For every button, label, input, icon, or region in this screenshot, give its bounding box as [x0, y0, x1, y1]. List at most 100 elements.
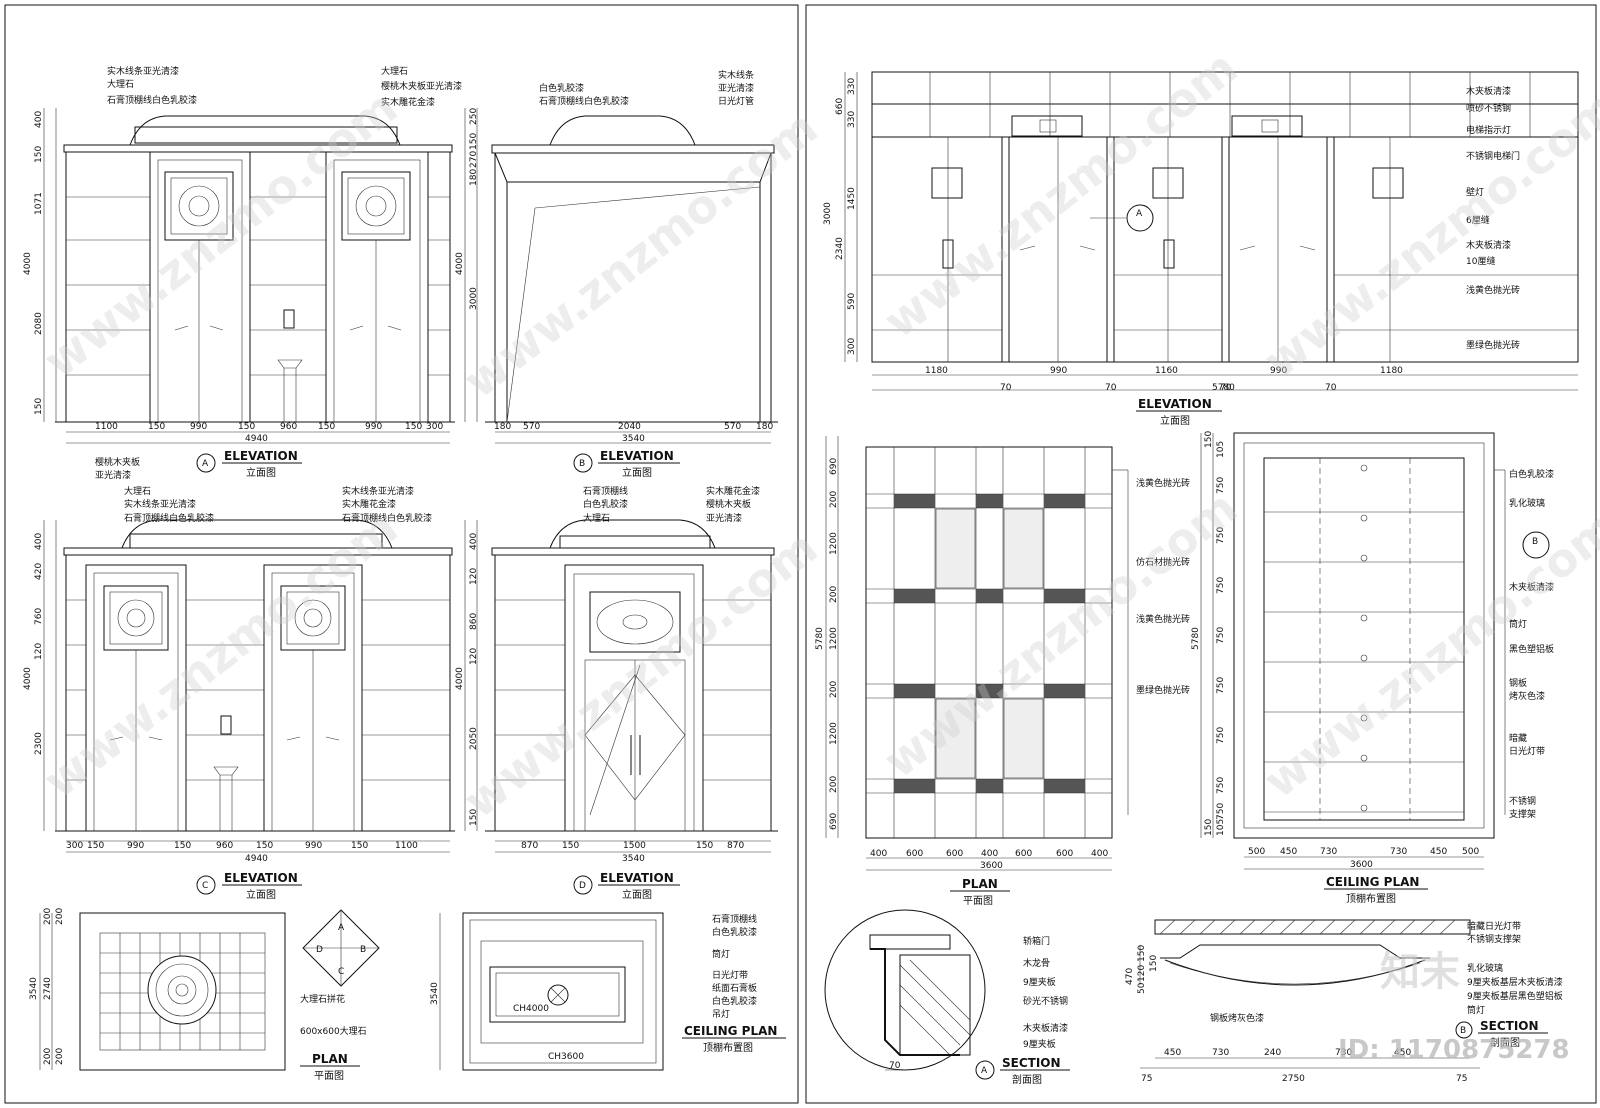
- rc-label-2: 乳化玻璃: [1509, 497, 1545, 509]
- a-dim-h-3: 990: [190, 422, 207, 432]
- a-dim-h-4: 150: [238, 422, 255, 432]
- section-b: [1139, 919, 1480, 1069]
- lc-label-2: 白色乳胶漆: [712, 926, 757, 938]
- rc-label-5: 黑色塑铝板: [1509, 643, 1554, 655]
- elevation-a: [43, 108, 455, 444]
- right-plan: [825, 436, 1129, 871]
- a-label-8: 亚光清漆: [95, 469, 131, 481]
- c-label-1: 大理石: [124, 485, 151, 497]
- rp-dim-v-2: 200: [829, 491, 839, 508]
- rc-dim-h-5: 450: [1430, 847, 1447, 857]
- d-dim-v-5: 2050: [469, 727, 479, 750]
- a-label-1: 实木线条亚光清漆: [107, 65, 179, 77]
- rp-dim-h-7: 400: [1091, 849, 1108, 859]
- b-label-5: 日光灯管: [718, 95, 754, 107]
- lp-label-1: 大理石拼花: [300, 993, 345, 1005]
- rc-dim-h-6: 500: [1462, 847, 1479, 857]
- rp-dim-h-4: 400: [981, 849, 998, 859]
- c-dim-v-3: 760: [34, 608, 44, 625]
- lp-dim-v-4: 200: [43, 1048, 53, 1065]
- c-title-en: ELEVATION: [224, 871, 298, 885]
- sa-marker: A: [981, 1066, 988, 1076]
- b-marker: B: [579, 459, 585, 469]
- rp-dim-v-9: 690: [829, 813, 839, 830]
- a-label-6: 实木雕花金漆: [381, 96, 435, 108]
- sb-label-5: 9厘夹板基层黑色塑铝板: [1467, 990, 1563, 1002]
- rp-label-4: 墨绿色抛光砖: [1136, 684, 1190, 696]
- re-dim-h-6: 70: [1220, 383, 1232, 393]
- d-total: 3540: [622, 854, 645, 864]
- lp-dim-v-3: 2740: [43, 977, 53, 1000]
- sb-end-1: 75: [1141, 1074, 1152, 1084]
- sb-title-cn: 剖面图: [1490, 1036, 1520, 1049]
- re-label-7: 木夹板清漆: [1466, 239, 1511, 251]
- lc-label-4: 日光灯带: [712, 969, 748, 981]
- watermark-4: www.znzmo.com: [1254, 80, 1600, 389]
- rc-dim-v-2: 105: [1216, 441, 1226, 458]
- c-label-3: 石膏顶棚线白色乳胶漆: [124, 512, 214, 524]
- a-marker: A: [202, 459, 209, 469]
- a-total: 4940: [245, 434, 268, 444]
- b-dim-v-6: 4000: [455, 252, 465, 275]
- c-dim-h-9: 1100: [395, 841, 418, 851]
- sb-marker: B: [1460, 1026, 1466, 1036]
- c-total: 4940: [245, 854, 268, 864]
- b-dim-h-4: 570: [724, 422, 741, 432]
- rc-label-8: 暗藏: [1509, 732, 1527, 744]
- re-dim-h-1: 1180: [925, 366, 948, 376]
- a-label-3: 石膏顶棚线白色乳胶漆: [107, 94, 197, 106]
- rc-dim-v-12: 150: [1204, 819, 1214, 836]
- lp-title-cn: 平面图: [314, 1070, 344, 1082]
- lp-dim-v-6: 3540: [29, 977, 39, 1000]
- re-dim-v-1: 330: [847, 78, 857, 95]
- d-label-3: 大理石: [583, 512, 610, 524]
- c-label-2: 实木线条亚光清漆: [124, 498, 196, 510]
- rc-dim-v-13: 5780: [1191, 627, 1201, 650]
- rc-title-en: CEILING PLAN: [1326, 875, 1419, 889]
- sb-label-1: 暗藏日光灯带: [1467, 920, 1521, 932]
- annotations: 实木线条亚光清漆 大理石 石膏顶棚线白色乳胶漆 大理石 樱桃木夹板亚光清漆 实木…: [23, 65, 1563, 1086]
- sa-label-6: 9厘夹板: [1023, 1038, 1056, 1050]
- rp-title-cn: 平面图: [963, 895, 993, 907]
- section-a: [824, 909, 986, 1071]
- rc-label-3: 木夹板清漆: [1509, 581, 1554, 593]
- lc-label-1: 石膏顶棚线: [712, 913, 757, 925]
- a-dim-h-1: 1100: [95, 422, 118, 432]
- rc-total: 3600: [1350, 860, 1373, 870]
- rc-dim-v-3: 750: [1216, 477, 1226, 494]
- re-dim-h-5: 1160: [1155, 366, 1178, 376]
- sb-dim-h-2: 730: [1212, 1048, 1229, 1058]
- c-label-5: 实木雕花金漆: [342, 498, 396, 510]
- sb-label-6: 筒灯: [1467, 1004, 1485, 1016]
- lc-label-7: 吊灯: [712, 1009, 730, 1020]
- rc-dim-v-5: 750: [1216, 577, 1226, 594]
- lp-title-en: PLAN: [312, 1052, 348, 1066]
- rp-dim-h-3: 600: [946, 849, 963, 859]
- d-dim-v-3: 860: [469, 613, 479, 630]
- re-total: 5780: [1212, 383, 1235, 393]
- b-label-1: 白色乳胶漆: [539, 82, 584, 94]
- c-dim-h-8: 150: [351, 841, 368, 851]
- a-dim-v-5: 150: [34, 398, 44, 415]
- b-dim-v-4: 180: [469, 169, 479, 186]
- re-dim-h-4: 70: [1105, 383, 1117, 393]
- watermark-logo: 知末: [1380, 949, 1460, 995]
- d-dim-h-5: 870: [727, 841, 744, 851]
- sb-dim-v-3: 120: [1137, 965, 1147, 982]
- d-dim-v-4: 120: [469, 648, 479, 665]
- rp-dim-v-8: 200: [829, 776, 839, 793]
- lp-key-c: C: [338, 967, 344, 977]
- left-sheet-border: [4, 4, 799, 1104]
- b-dim-v-5: 3000: [469, 287, 479, 310]
- b-title-en: ELEVATION: [600, 449, 674, 463]
- c-label-4: 实木线条亚光清漆: [342, 485, 414, 497]
- re-dim-v-4: 1450: [847, 187, 857, 210]
- sa-label-1: 轿箱门: [1023, 935, 1050, 947]
- re-label-4: 不锈钢电梯门: [1466, 150, 1520, 162]
- d-dim-h-3: 1500: [623, 841, 646, 851]
- re-dim-h-8: 70: [1325, 383, 1337, 393]
- b-dim-v-2: 150: [469, 133, 479, 150]
- right-elevation: [844, 71, 1579, 391]
